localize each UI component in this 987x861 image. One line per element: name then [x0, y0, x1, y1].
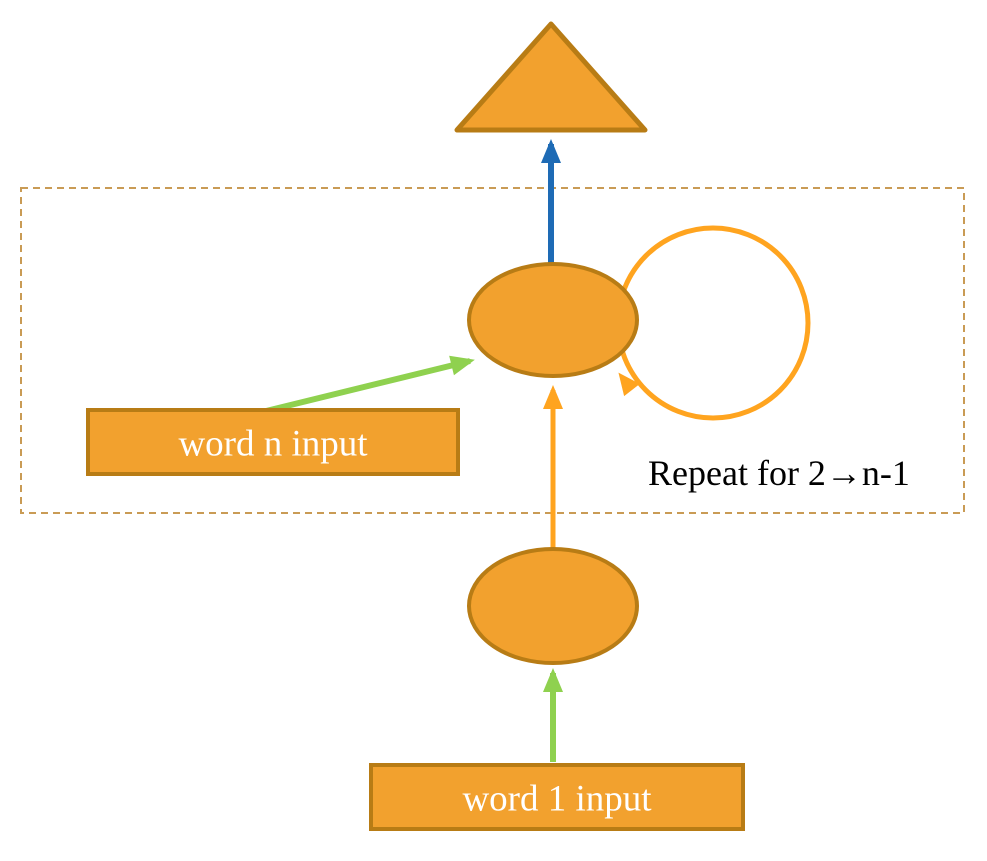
- initial-state-node: [467, 547, 639, 665]
- word-1-input-box: [369, 763, 745, 831]
- repeat-note: Repeat for 2→n-1: [648, 453, 910, 493]
- recurrent-loop-circle: [615, 225, 811, 421]
- loop-arrowhead-icon: [618, 372, 640, 397]
- word-n-input-box: [86, 408, 460, 476]
- word-1-input-label: word 1 input: [462, 779, 652, 820]
- hidden-state-node: [467, 262, 639, 378]
- word-n-input-label: word n input: [178, 424, 368, 465]
- repeat-region-border: [20, 187, 965, 514]
- output-triangle: [454, 21, 648, 133]
- green-input-arrow-n: [261, 355, 475, 415]
